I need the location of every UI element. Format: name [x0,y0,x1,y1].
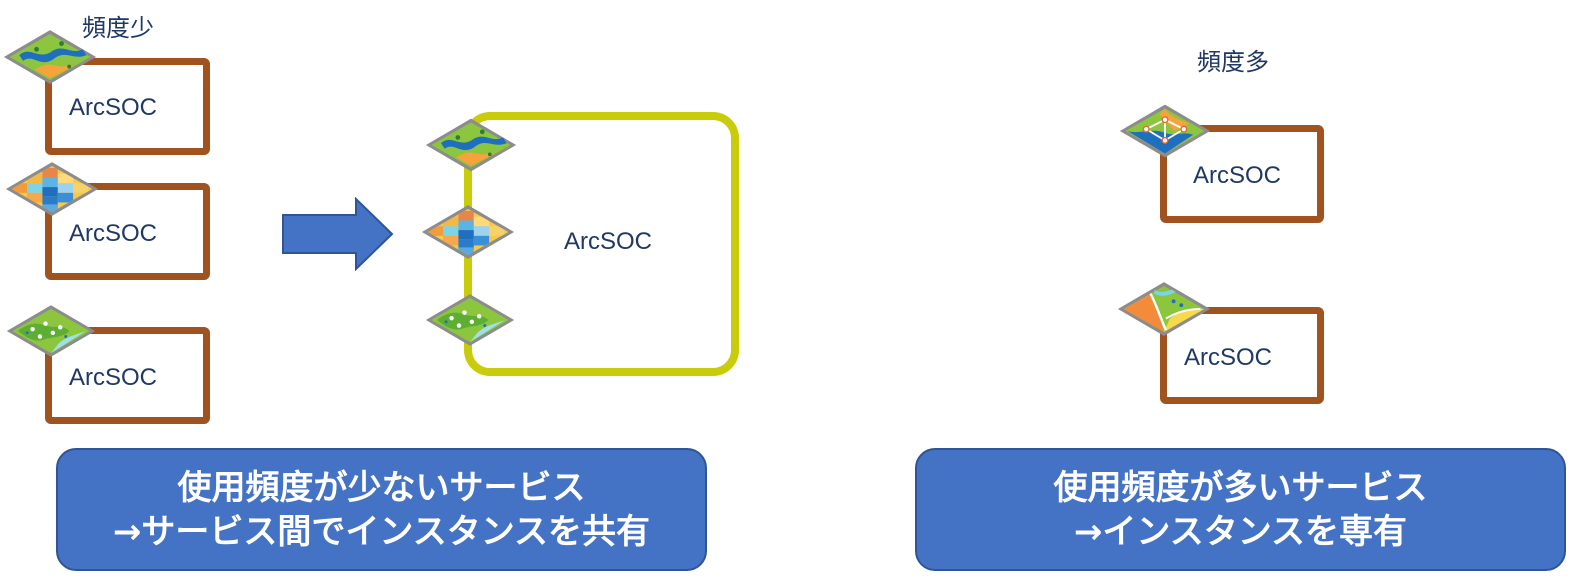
arcsoc-instance-label: ArcSOC [1193,162,1282,189]
shared-instance-panel: 使用頻度が少ないサービス →サービス間でインスタンスを共有 [56,448,707,571]
panel-line-2: →サービス間でインスタンスを共有 [112,511,651,552]
shared-arcsoc-label: ArcSOC [564,228,653,255]
river-map-icon [2,28,98,86]
arcsoc-instance-label: ArcSOC [69,364,158,391]
dedicated-instance-panel: 使用頻度が多いサービス →インスタンスを専有 [915,448,1566,571]
arcsoc-instance-label: ArcSOC [1184,344,1273,371]
points-map-icon [424,292,516,348]
right-arrow-icon [282,197,394,271]
panel-line-1: 使用頻度が少ないサービス [177,467,586,508]
raster-grid-icon [4,160,100,218]
river-map-icon [424,116,518,174]
arcsoc-instance-label: ArcSOC [69,94,158,121]
arcsoc-instance-box [45,183,210,280]
frequency-low-label: 頻度少 [82,14,154,42]
panel-line-2: →インスタンスを専有 [1073,511,1408,552]
arcsoc-instance-box [45,58,210,155]
network-map-icon [1118,102,1212,160]
arcsoc-instance-label: ArcSOC [69,220,158,247]
panel-line-1: 使用頻度が多いサービス [1053,467,1428,508]
arcsoc-instance-box [1160,307,1324,404]
frequency-high-label: 頻度多 [1197,48,1269,76]
raster-grid-icon [420,203,516,261]
region-map-icon [1116,280,1212,338]
points-map-icon [5,303,97,359]
